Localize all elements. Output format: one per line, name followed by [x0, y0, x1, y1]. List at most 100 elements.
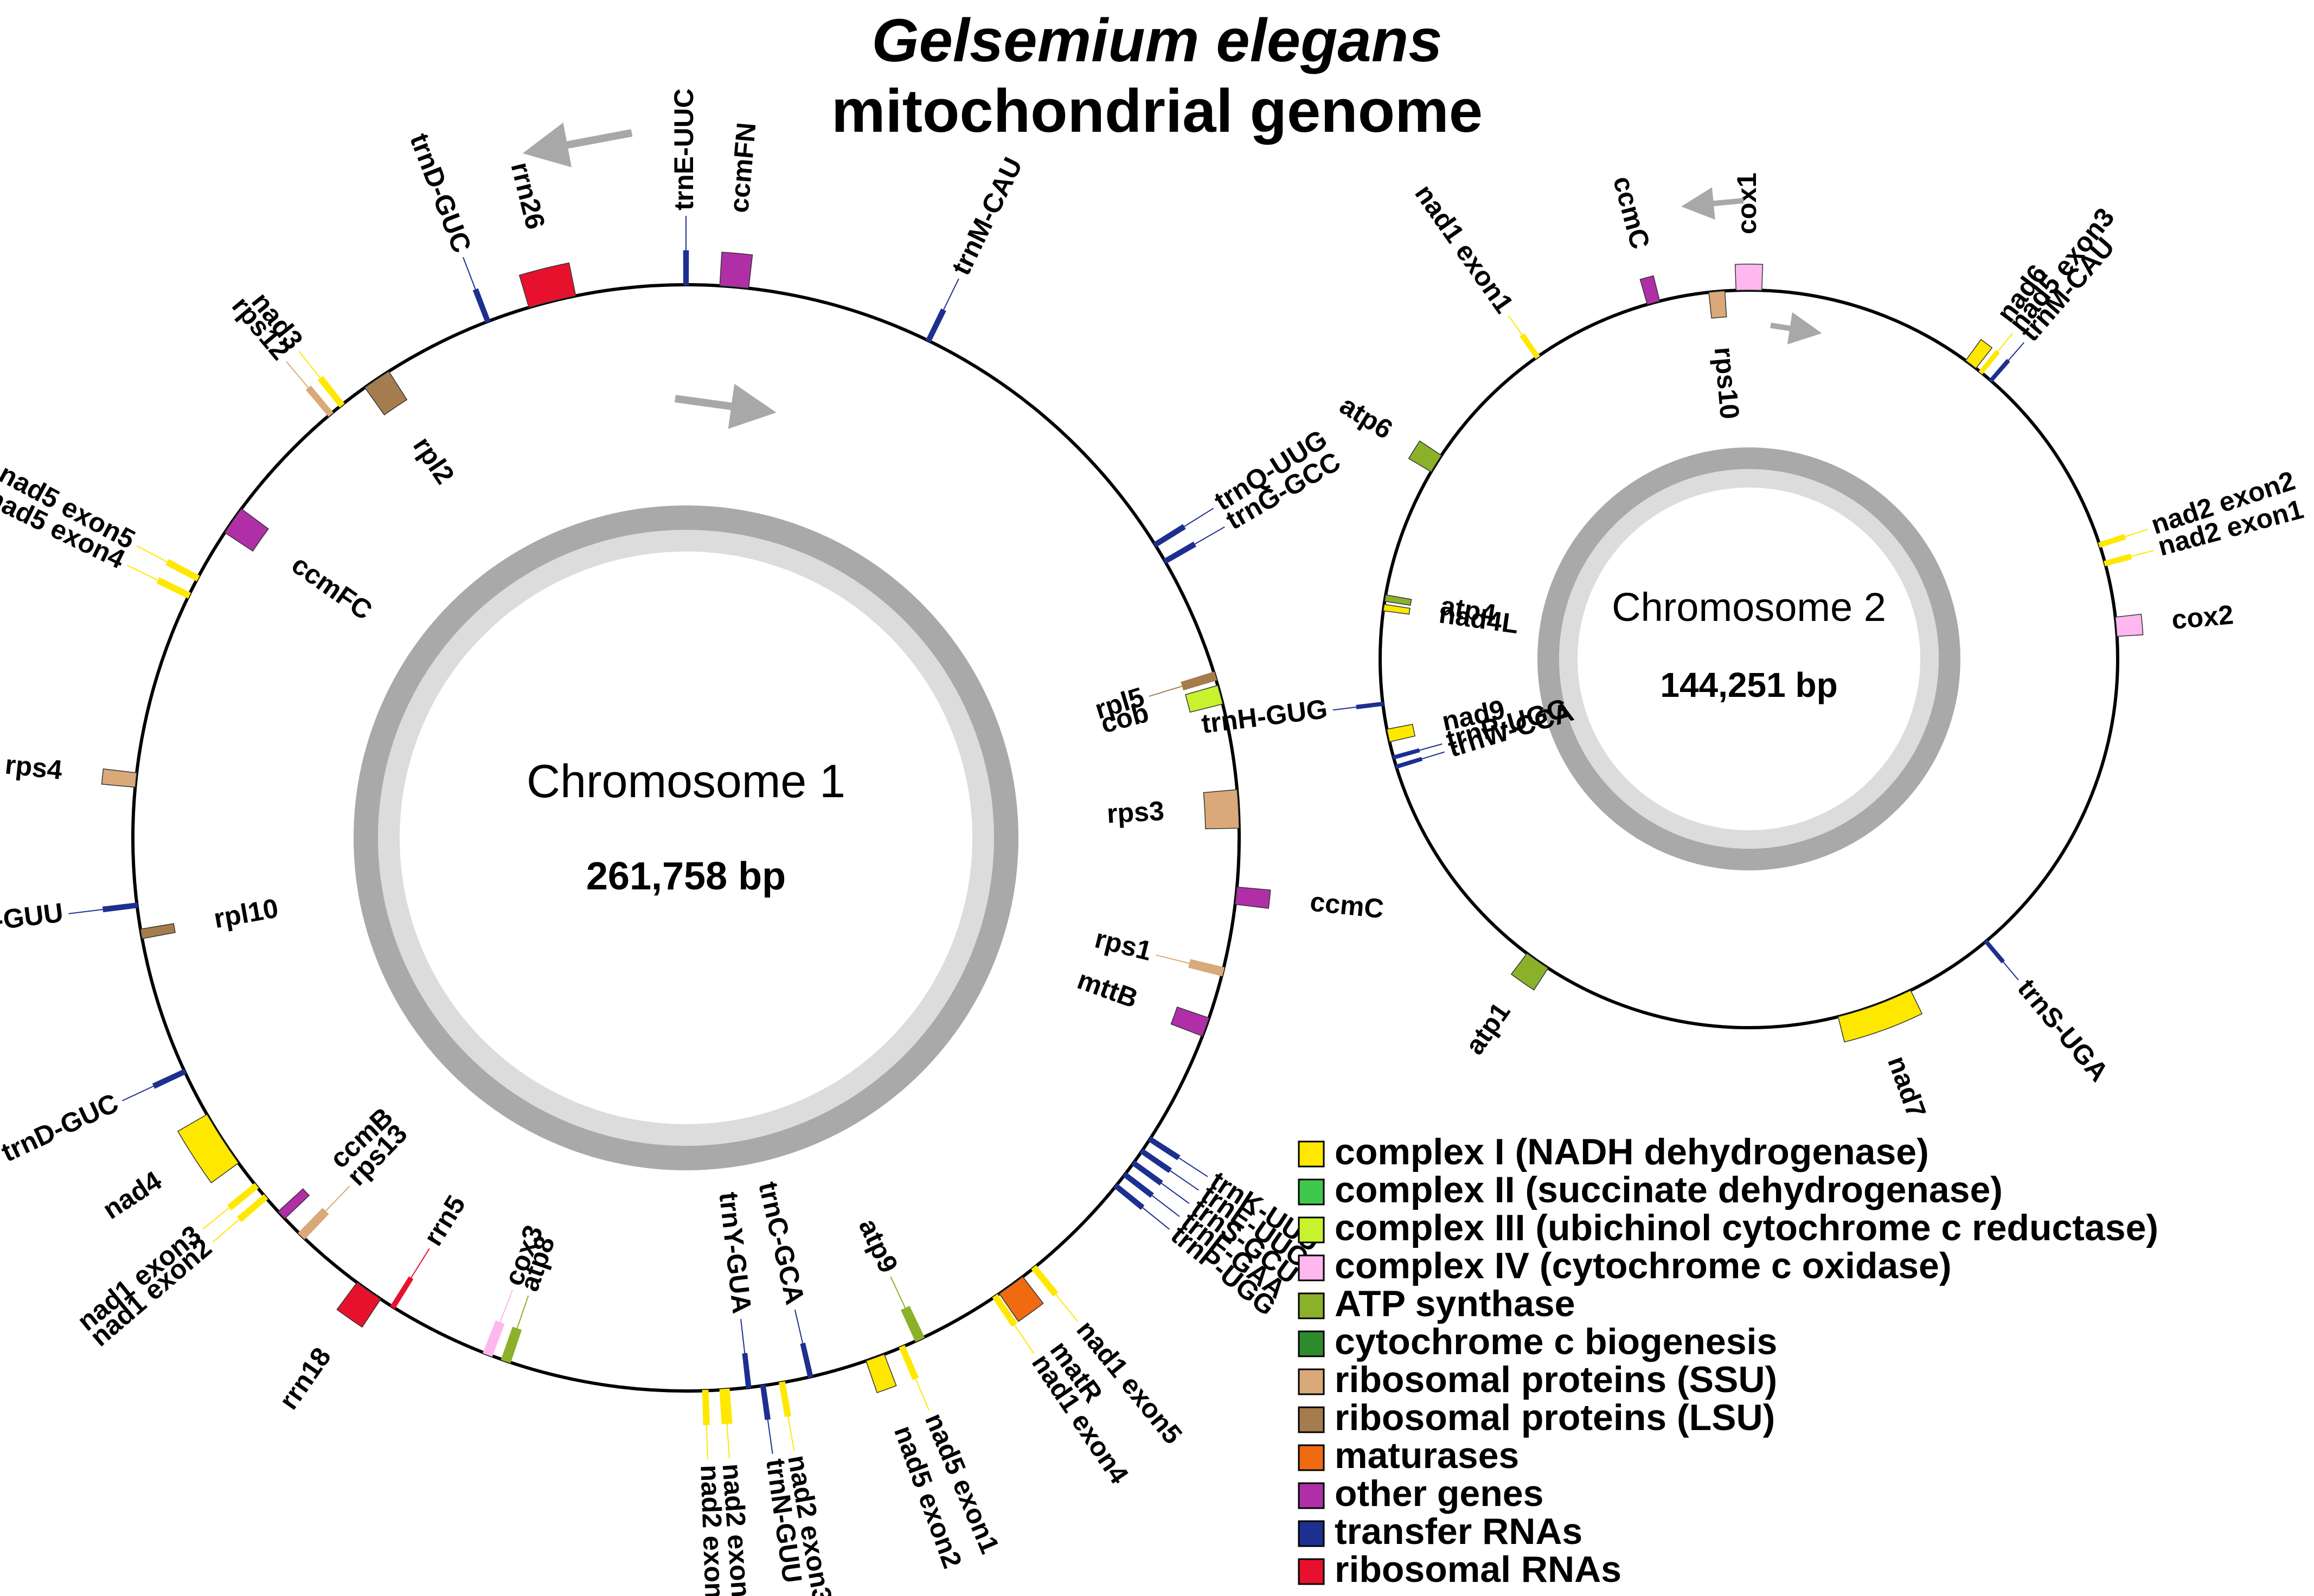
- legend-swatch-ribosomal-rnas: [1298, 1558, 1325, 1585]
- chr1-gene-leader-trng-gcc: [1194, 526, 1225, 545]
- chr1-gene-block-ccmfc: [224, 508, 269, 552]
- chr2-gene-block-rps10: [1708, 290, 1727, 319]
- chr1-gene-block-cox3: [483, 1320, 505, 1357]
- chr2-gene-block-cox1: [1734, 264, 1764, 291]
- chr2-gene-block-nad9: [1386, 723, 1416, 742]
- chr1-gene-block-ccmb: [277, 1188, 310, 1220]
- chr2-gene-leader-trnw-cca: [1421, 751, 1445, 760]
- chr1-gene-block-nad2-exon5: [702, 1389, 710, 1426]
- chr1-gene-leader-cox3: [499, 1290, 513, 1323]
- chr2-gene-block-nad6: [1965, 338, 1993, 369]
- chr1-gene-label-trnn-guu: trnN-GUU: [0, 897, 65, 943]
- legend-label-complex-iv-cytochrome-c-oxidase: complex IV (cytochrome c oxidase): [1335, 1245, 1952, 1286]
- chr2-gene-label-atp6: atp6: [1335, 390, 1398, 445]
- chr1-gene-block-rpl5: [1181, 671, 1217, 691]
- chr1-gene-label-rps4: rps4: [4, 749, 64, 785]
- legend-label-ribosomal-proteins-lsu: ribosomal proteins (LSU): [1335, 1397, 1775, 1438]
- chr1-gene-leader-rps1: [1156, 954, 1190, 964]
- chr1-gene-block-trnk-uuu: [1148, 1136, 1181, 1161]
- chr1-gene-leader-trnp-ugg: [1142, 1207, 1170, 1230]
- legend-label-atp-synthase: ATP synthase: [1335, 1283, 1575, 1324]
- chr1-gene-block-trny-gua: [742, 1353, 752, 1389]
- chr1-gene-block-nad1-exon5: [1031, 1265, 1059, 1297]
- chr1-gene-block-trns-gcu: [1131, 1160, 1163, 1186]
- chr1-gene-block-nad2-exon3: [779, 1381, 792, 1418]
- legend: complex I (NADH dehydrogenase)complex II…: [1298, 1131, 2158, 1590]
- figure-title-subtitle: mitochondrial genome: [831, 77, 1483, 145]
- chr1-gene-label-rpl2: rpl2: [407, 431, 460, 489]
- legend-swatch-transfer-rnas: [1298, 1520, 1325, 1547]
- chr1-gene-leader-nad1-exon5: [1055, 1293, 1078, 1322]
- chr1-gene-leader-atp9: [890, 1276, 906, 1309]
- chr2-gene-leader-nad2-exon2: [2124, 529, 2148, 537]
- chr1-gene-block-matr: [998, 1276, 1044, 1322]
- chr1-gene-label-atp9: atp9: [853, 1214, 904, 1278]
- chromosome-1-inner-strand-arrow: [675, 383, 777, 429]
- chr2-gene-block-atp6: [1408, 440, 1442, 472]
- chr2-gene-block-nad1-exon1: [1520, 333, 1540, 360]
- chr1-gene-leader-nad1-exon3: [202, 1207, 230, 1230]
- chr2-gene-block-cox2: [2114, 613, 2144, 637]
- chr1-gene-leader-trns-gcu: [1160, 1182, 1190, 1204]
- chr1-gene-block-ccmc: [1234, 886, 1271, 909]
- chr1-gene-leader-nad5-exon4: [126, 565, 159, 581]
- chr1-gene-block-cob: [1184, 684, 1223, 713]
- legend-swatch-complex-iv-cytochrome-c-oxidase: [1298, 1254, 1325, 1281]
- chr1-gene-leader-trne-uuc: [1169, 1170, 1199, 1191]
- chr1-gene-block-trng-gcc: [1163, 541, 1196, 565]
- chr2-gene-block-atp1: [1510, 953, 1549, 991]
- legend-label-maturases: maturases: [1335, 1435, 1519, 1476]
- chr1-gene-block-trne-uuc: [683, 250, 689, 286]
- chr1-gene-leader-trnd-guc: [463, 257, 477, 291]
- chr1-gene-block-rps1: [1188, 959, 1225, 977]
- chr1-gene-label-rrn26: rrn26: [505, 159, 551, 232]
- chr1-gene-label-ccmfn: ccmFN: [723, 121, 761, 214]
- chr1-gene-block-rps12: [305, 386, 334, 417]
- chr2-gene-block-trnh-gug: [1356, 701, 1384, 709]
- chr1-gene-block-trne-uuc: [1139, 1148, 1172, 1174]
- chr1-gene-label-rps3: rps3: [1106, 796, 1165, 829]
- chr1-gene-block-trnn-guu: [760, 1384, 771, 1420]
- chr1-gene-block-nad5-exon5: [165, 559, 200, 582]
- chr1-gene-block-nad5-exon4: [156, 577, 191, 599]
- legend-label-other-genes: other genes: [1335, 1473, 1543, 1514]
- chr1-gene-block-nad5-exon1: [899, 1345, 919, 1380]
- chr1-gene-leader-nad3: [298, 350, 322, 379]
- chromosome-1-gc-ring-outer: [354, 505, 1018, 1170]
- chr2-gene-label-trns-uga: trnS-UGA: [2012, 973, 2114, 1087]
- chr2-gene-leader-trnm-cau: [2007, 342, 2024, 362]
- chr2-gene-block-nad5-exon3: [1978, 350, 2000, 375]
- chr2-gene-label-nad1-exon1: nad1 exon1: [1409, 179, 1520, 318]
- chr1-gene-block-ccmfn: [719, 252, 753, 289]
- chr1-gene-leader-atp8: [516, 1296, 529, 1330]
- chr2-gene-label-cox2: cox2: [2170, 599, 2234, 635]
- chr1-gene-label-rps1: rps1: [1092, 923, 1155, 966]
- chr1-gene-leader-trnn-guu: [68, 908, 104, 914]
- chromosome-1-backbone: [131, 283, 1241, 1393]
- legend-swatch-complex-i-nadh-dehydrogenase: [1298, 1140, 1325, 1168]
- chr1-gene-label-trnd-guc: trnD-GUC: [0, 1087, 123, 1168]
- legend-label-cytochrome-c-biogenesis: cytochrome c biogenesis: [1335, 1321, 1777, 1362]
- legend-label-complex-ii-succinate-dehydrogenase: complex II (succinate dehydrogenase): [1335, 1169, 2003, 1210]
- chr2-gene-block-atp4: [1384, 594, 1412, 606]
- chr1-gene-leader-trnf-gaa: [1151, 1194, 1180, 1217]
- chr1-gene-leader-nad2-exon5: [706, 1424, 709, 1460]
- chr1-gene-block-rps13: [298, 1208, 329, 1240]
- chromosome-2-name: Chromosome 2: [1612, 585, 1886, 630]
- chr1-gene-block-nad3: [317, 376, 345, 408]
- chr1-gene-leader-trnq-uug: [1183, 508, 1214, 528]
- chr1-gene-block-trnd-guc: [472, 288, 491, 323]
- chr1-gene-block-trnn-guu: [102, 902, 138, 913]
- chr1-gene-block-trnm-cau: [925, 308, 946, 343]
- chr1-gene-label-ccmfc: ccmFC: [286, 549, 378, 626]
- chr1-gene-leader-trnd-guc: [122, 1085, 155, 1101]
- chromosome-1-outer-strand-arrow: [522, 122, 633, 168]
- chr1-gene-label-rrn18: rrn18: [273, 1342, 337, 1415]
- chr1-gene-leader-nad1-exon4: [1014, 1324, 1035, 1354]
- chr1-gene-leader-nad5-exon5: [136, 545, 169, 563]
- chr1-gene-block-rrn5: [390, 1276, 414, 1309]
- chr1-gene-label-nad2-exon5: nad2 exon5: [695, 1464, 730, 1596]
